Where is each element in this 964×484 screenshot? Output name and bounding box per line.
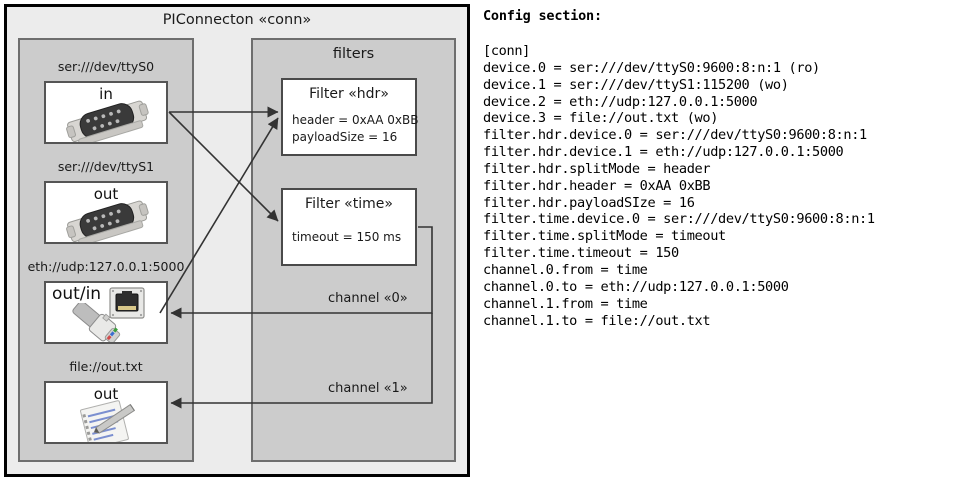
filter-prop-payloadsize: payloadSize = 16 bbox=[292, 130, 398, 144]
channel-label-1: channel «1» bbox=[328, 381, 408, 396]
device-box-ttyS1[interactable]: out bbox=[44, 181, 168, 244]
device-direction-label: out/in bbox=[52, 284, 102, 304]
channel-label-0: channel «0» bbox=[328, 291, 408, 306]
config-pane: Config section: [conn] device.0 = ser://… bbox=[483, 0, 964, 484]
filter-title: Filter «time» bbox=[305, 196, 393, 212]
device-caption-eth: eth://udp:127.0.0.1:5000 bbox=[27, 259, 185, 274]
serial-port-icon bbox=[60, 199, 156, 242]
filter-prop-timeout: timeout = 150 ms bbox=[292, 230, 402, 244]
text-file-icon bbox=[78, 399, 144, 442]
filter-title: Filter «hdr» bbox=[309, 86, 389, 102]
device-box-file[interactable]: out bbox=[44, 381, 168, 444]
config-heading: Config section: bbox=[483, 8, 602, 24]
device-direction-label: in bbox=[99, 85, 113, 103]
config-text-block: [conn] device.0 = ser:///dev/ttyS0:9600:… bbox=[483, 43, 875, 329]
ethernet-plug-icon bbox=[68, 300, 130, 342]
device-caption-ttyS1: ser:///dev/ttyS1 bbox=[57, 159, 155, 174]
filter-prop-header: header = 0xAA 0xBB bbox=[292, 113, 419, 127]
device-caption-ttyS0: ser:///dev/ttyS0 bbox=[57, 59, 155, 74]
filter-box-hdr[interactable]: Filter «hdr» header = 0xAA 0xBB payloadS… bbox=[281, 78, 419, 156]
device-caption-file: file://out.txt bbox=[69, 359, 143, 374]
device-direction-label: out bbox=[93, 185, 119, 203]
device-direction-label: out bbox=[93, 385, 119, 403]
device-box-eth[interactable]: out/in bbox=[44, 281, 168, 344]
filter-box-time[interactable]: Filter «time» timeout = 150 ms bbox=[281, 188, 417, 266]
filters-group-label: filters bbox=[332, 46, 375, 62]
diagram-title: PIConnecton «conn» bbox=[162, 12, 312, 28]
serial-port-icon bbox=[60, 99, 156, 142]
device-box-ttyS0[interactable]: in bbox=[44, 81, 168, 144]
ethernet-jack-icon bbox=[108, 286, 146, 320]
